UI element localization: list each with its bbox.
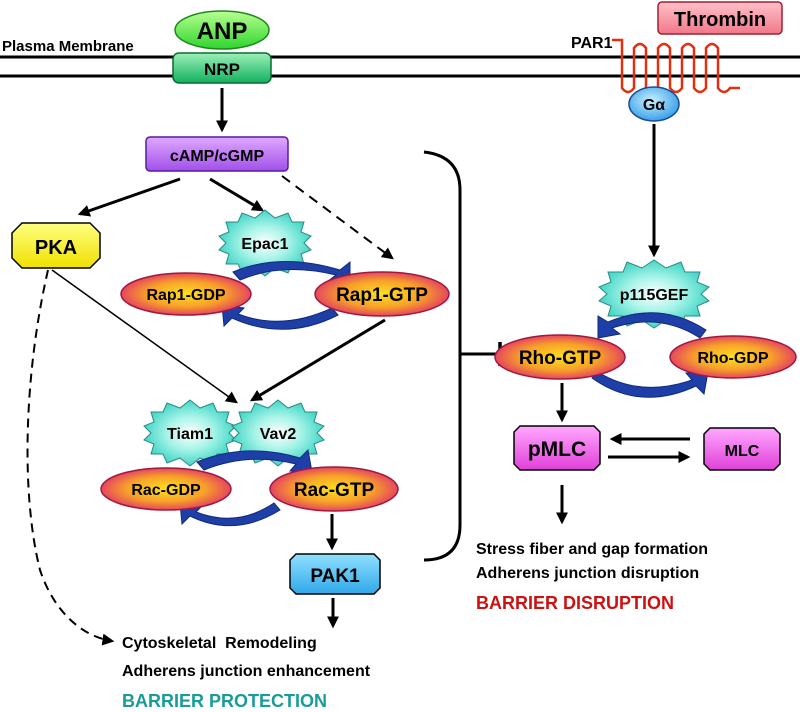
- mlc-label: MLC: [725, 443, 760, 460]
- rho-cycle-arrow-bottom: [591, 371, 709, 398]
- par1-label: PAR1: [571, 35, 613, 52]
- p115gef-label: p115GEF: [620, 287, 689, 304]
- arrow-rap1gtp-to-vav2: [249, 318, 386, 402]
- protection-title: BARRIER PROTECTION: [122, 691, 327, 711]
- galpha-label: Gα: [643, 97, 665, 114]
- tiam1-node: [143, 399, 237, 467]
- pak1-label: PAK1: [310, 566, 360, 587]
- protection-line2: Adherens junction enhancement: [122, 663, 371, 680]
- anp-ligand: [174, 10, 270, 50]
- arrow-pka-to-cytoskeletal-dashed: [26, 269, 115, 646]
- galpha-node: [628, 86, 680, 122]
- arrow-camp-to-rap1gtp-dashed: [281, 175, 394, 260]
- membrane-label-bg: [0, 35, 170, 54]
- epac1-label: Epac1: [241, 236, 288, 253]
- disruption-title: BARRIER DISRUPTION: [476, 593, 674, 613]
- tiam1-label: Tiam1: [167, 426, 213, 443]
- rap1-gdp-label: Rap1-GDP: [146, 287, 225, 304]
- disruption-line2: Adherens junction disruption: [476, 565, 699, 582]
- rho-gdp-node: [669, 335, 797, 379]
- vav2-node: [231, 399, 325, 467]
- pka-node: [11, 222, 101, 269]
- rho-gdp-label: Rho-GDP: [697, 350, 768, 367]
- nrp-receptor: [172, 52, 272, 84]
- rac-gtp-label: Rac-GTP: [294, 480, 375, 501]
- pka-label: PKA: [35, 237, 77, 259]
- pmlc-node: [513, 425, 601, 471]
- disruption-line1: Stress fiber and gap formation: [476, 541, 708, 558]
- rac-gdp-label: Rac-GDP: [131, 482, 201, 499]
- nrp-label: NRP: [204, 60, 240, 79]
- camp-cgmp-label: cAMP/cGMP: [170, 148, 265, 165]
- pmlc-label: pMLC: [528, 438, 586, 461]
- vav2-label: Vav2: [260, 426, 297, 443]
- arrow-camp-to-epac1: [209, 177, 265, 212]
- p115gef-node: [598, 259, 710, 329]
- arrow-pka-to-tiam1: [51, 269, 238, 404]
- rap1-gtp-node: [314, 271, 450, 317]
- inhibition-bracket: [423, 150, 462, 562]
- membrane-label: Plasma Membrane: [2, 38, 134, 55]
- thrombin-box: [657, 1, 783, 35]
- epac1-node: [218, 209, 312, 277]
- mlc-node: [703, 427, 781, 471]
- rho-gtp-node: [494, 334, 626, 380]
- camp-cgmp-node: [145, 136, 289, 172]
- arrow-camp-to-pka: [77, 177, 181, 217]
- rac-gtp-node: [269, 466, 399, 512]
- rap1-gdp-node: [120, 272, 252, 316]
- rho-gtp-label: Rho-GTP: [519, 348, 602, 369]
- par1-receptor: [612, 38, 740, 94]
- pak1-node: [289, 553, 381, 595]
- rho-cycle-arrow-top: [597, 312, 707, 339]
- thrombin-label: Thrombin: [674, 9, 766, 31]
- anp-label: ANP: [197, 18, 248, 45]
- rac-gdp-node: [100, 467, 232, 511]
- rap1-gtp-label: Rap1-GTP: [336, 285, 428, 306]
- rap1-cycle-arrow-bottom: [221, 304, 339, 330]
- protection-line1: Cytoskeletal Remodeling: [122, 635, 317, 652]
